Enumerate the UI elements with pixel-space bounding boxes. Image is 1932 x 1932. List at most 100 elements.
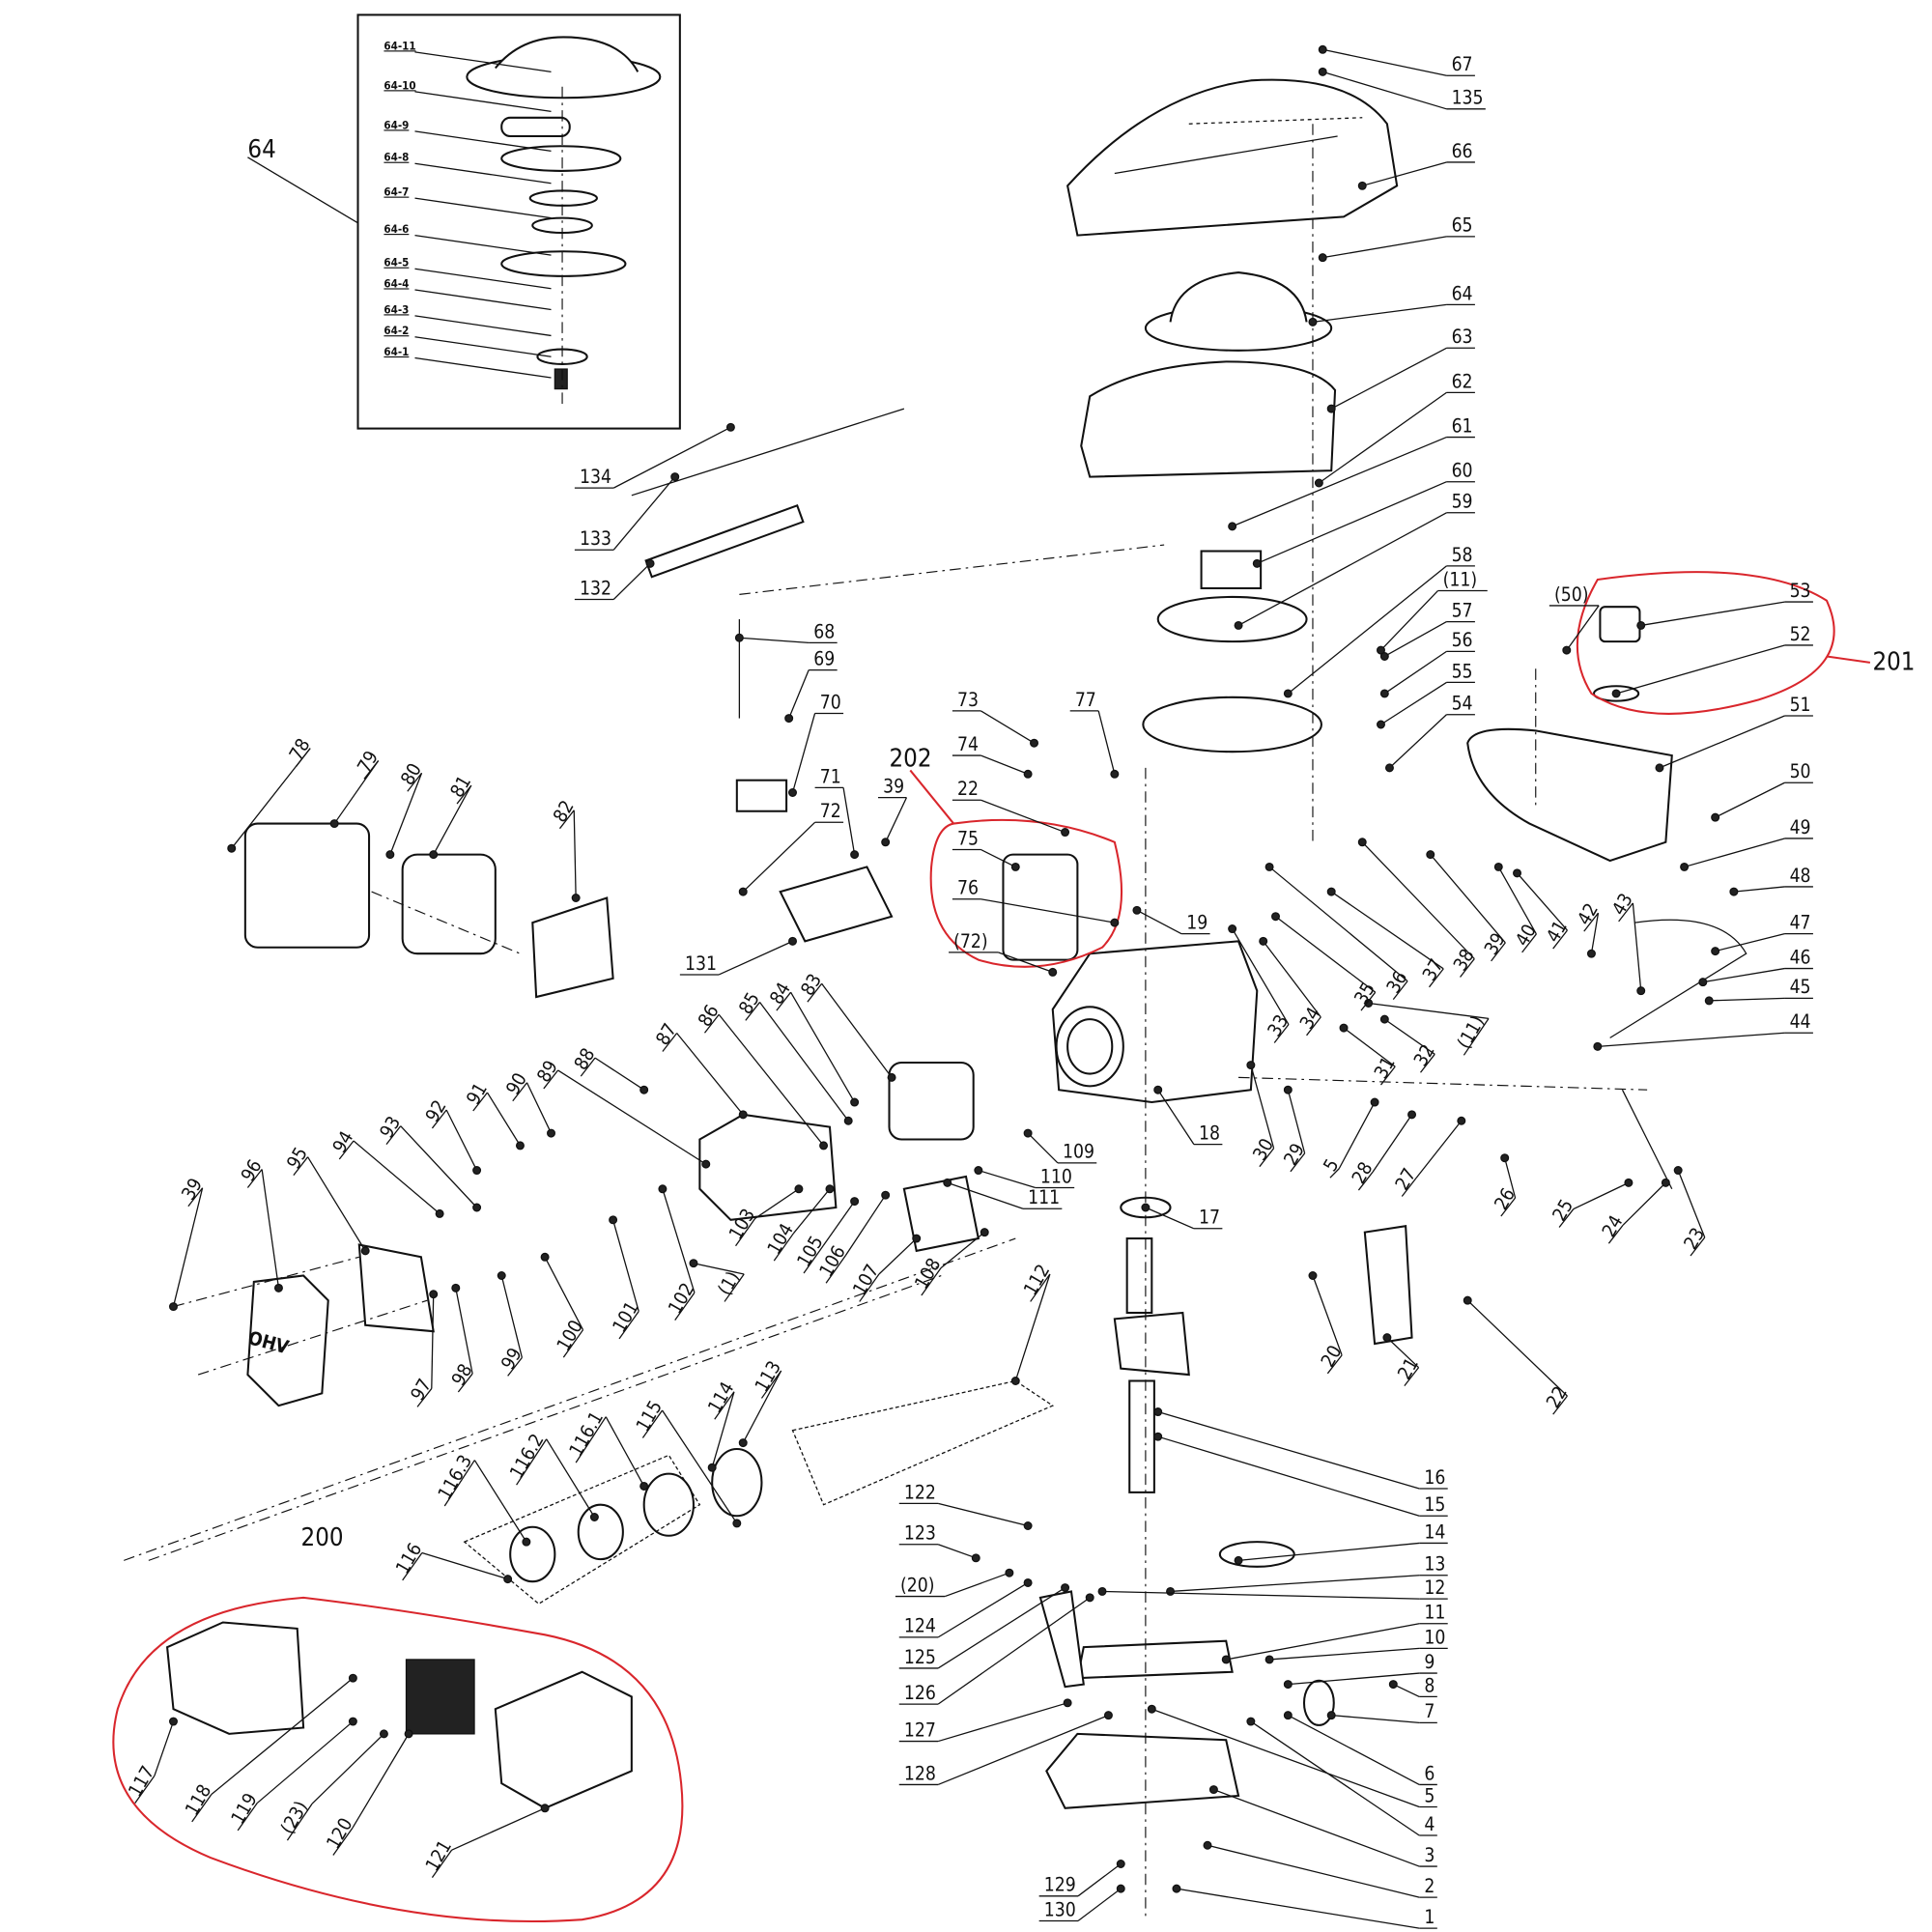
part-number-label: 40 [1511, 921, 1541, 951]
part-number-label: 31 [1370, 1053, 1400, 1083]
part-number-label: 85 [734, 988, 764, 1018]
part-number-label: 2 [1424, 1875, 1435, 1897]
part-number-label: 129 [1044, 1874, 1076, 1896]
part-number-label: (1) [713, 1267, 744, 1299]
part-marker [971, 1553, 980, 1563]
part-number-label: 107 [848, 1261, 883, 1299]
leader-line [1466, 1299, 1568, 1397]
inset-part-label: 64-3 [384, 302, 409, 316]
leader-line [940, 1232, 985, 1269]
part-marker [1318, 67, 1327, 76]
leader-line [937, 1597, 1091, 1705]
part-number-label: 115 [632, 1397, 667, 1435]
leader-line [788, 669, 810, 719]
part-number-label: 60 [1452, 460, 1473, 482]
leader-line [431, 1293, 435, 1389]
part-marker [1384, 763, 1394, 773]
part-number-label: 89 [532, 1057, 562, 1087]
part-callout: 57 [1379, 599, 1475, 661]
label-underline [558, 810, 575, 830]
part-number-label: 101 [608, 1297, 642, 1336]
leader-line [172, 1187, 204, 1307]
part-callout: 14 [1234, 1520, 1448, 1565]
leader-line [1338, 1101, 1376, 1170]
part-callout: 71 [814, 765, 860, 860]
part-number-label: 38 [1449, 945, 1479, 975]
part-number-label: 4 [1424, 1813, 1435, 1835]
label-underline [641, 1409, 664, 1438]
part-marker [689, 1259, 698, 1268]
part-number-label: 63 [1452, 326, 1473, 348]
part-number-label: 44 [1790, 1010, 1811, 1033]
leader-line [1415, 1120, 1463, 1179]
leader-line [1287, 1090, 1306, 1154]
label-underline [512, 1082, 528, 1102]
label-underline [1404, 1367, 1420, 1387]
label-underline [921, 1267, 942, 1296]
part-number-label: 123 [904, 1522, 936, 1545]
assembly-lines [124, 124, 1648, 1920]
part-marker [497, 1271, 506, 1280]
part-number-label: 119 [226, 1789, 261, 1828]
leader-line [980, 898, 1115, 923]
leader-line [1640, 601, 1785, 627]
leader-line [742, 1370, 782, 1443]
governor-bracket-21 [1363, 1225, 1413, 1346]
leader-line [1566, 605, 1600, 651]
label-underline [1552, 1395, 1568, 1415]
leader-line [1322, 48, 1447, 76]
part-number-label: 5 [1319, 1155, 1343, 1176]
part-callout: 68 [734, 620, 838, 644]
part-callout: 92 [421, 1096, 482, 1176]
inset-leader-line [414, 315, 552, 337]
part-number-label: 122 [904, 1481, 936, 1503]
part-callout: 120 [322, 1729, 413, 1856]
part-number-label: 80 [396, 759, 426, 789]
part-callout: 121 [421, 1804, 550, 1878]
label-underline [1521, 933, 1537, 953]
part-marker [1308, 1271, 1318, 1280]
part-marker [1172, 1884, 1181, 1893]
part-number-label: 127 [904, 1719, 936, 1741]
leader-line [1684, 838, 1785, 868]
group-label-200: 200 [301, 1523, 344, 1552]
leader-line [1077, 1888, 1122, 1921]
part-marker [1673, 1166, 1683, 1176]
label-underline [191, 1794, 213, 1823]
part-callout: 109 [1023, 1128, 1097, 1164]
part-number-label: 68 [813, 620, 835, 642]
part-number-label: 130 [1044, 1898, 1076, 1920]
part-marker [1283, 689, 1293, 698]
inset-part-label: 64-11 [384, 39, 415, 52]
leader-line [937, 1544, 977, 1559]
part-callout: 122 [898, 1481, 1033, 1530]
label-underline [402, 1552, 423, 1581]
leader-line [791, 713, 816, 793]
part-marker [1326, 404, 1336, 413]
cable-133 [631, 408, 905, 497]
part-number-label: 126 [904, 1682, 936, 1704]
part-callout: 29 [1279, 1085, 1309, 1173]
part-number-label: 14 [1424, 1520, 1445, 1543]
part-number-label: 84 [765, 979, 795, 1009]
label-underline [1306, 1016, 1321, 1037]
leader-line [1384, 621, 1447, 658]
part-number-label: 23 [1679, 1224, 1709, 1254]
part-callout: 69 [784, 647, 838, 724]
cylinder-block-18 [1051, 940, 1259, 1104]
part-callout: 74 [952, 733, 1033, 779]
part-callout: 11 [1221, 1602, 1448, 1664]
leader-line [1207, 1844, 1420, 1898]
leader-line [1380, 590, 1438, 651]
part-callout: 10 [1264, 1626, 1448, 1664]
group-label-201: 201 [1872, 648, 1915, 677]
part-number-label: 116 [391, 1539, 426, 1577]
label-underline [1273, 1024, 1290, 1043]
part-callout: 26 [1490, 1153, 1520, 1217]
part-callout: 20 [1308, 1271, 1347, 1375]
part-marker [348, 1673, 357, 1683]
part-callout: 100 [540, 1252, 587, 1358]
part-marker [1153, 1407, 1163, 1417]
part-marker [348, 1717, 357, 1726]
leader-line [937, 1587, 1065, 1669]
